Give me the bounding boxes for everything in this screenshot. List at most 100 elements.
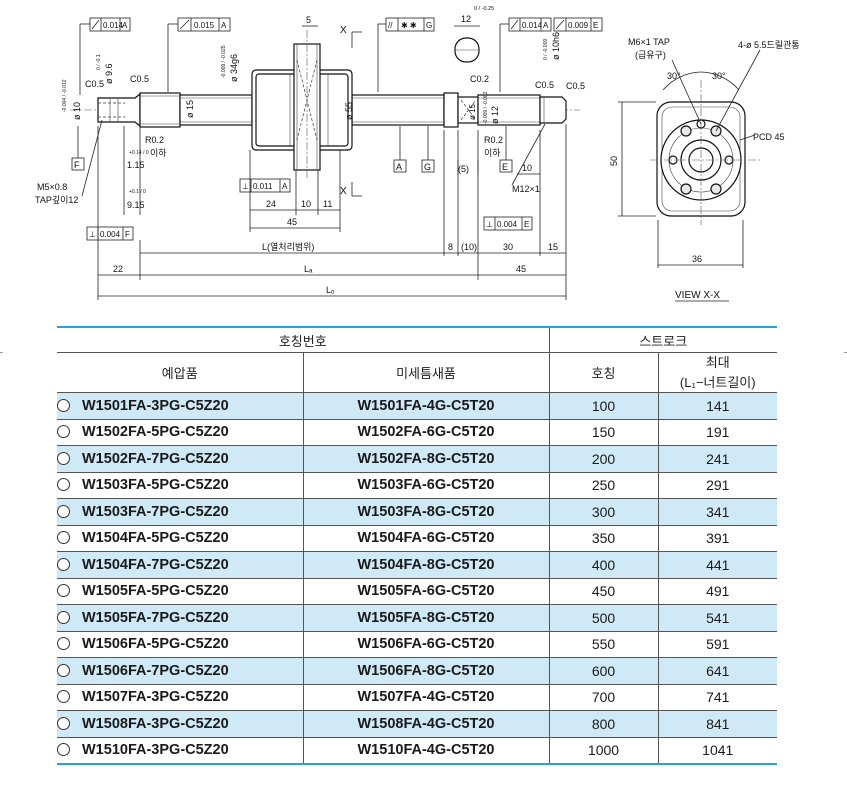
header-stroke-nominal: 호칭 [548,352,658,393]
cell-fine-model: W1507FA-4G-C5T20 [302,684,549,711]
cell-stroke-nominal: 300 [548,498,658,526]
svg-text:-0.004 / -0.012: -0.004 / -0.012 [62,79,68,112]
select-radio[interactable] [57,478,70,492]
svg-text:10: 10 [522,163,532,173]
svg-text:30: 30 [503,242,513,252]
svg-text:10: 10 [301,199,311,209]
cell-fine-model: W1510FA-4G-C5T20 [302,737,549,765]
preload-model-text: W1502FA-7PG-C5Z20 [82,450,229,467]
select-radio[interactable] [57,504,70,518]
cell-fine-model: W1503FA-8G-C5T20 [302,498,549,526]
svg-text:⊥: ⊥ [89,230,96,239]
cell-stroke-nominal: 800 [548,710,658,738]
specification-table: 호칭번호 스트로크 호칭 최대 (L₁−너트길이) 예압품 미세틈새품 W150… [57,326,777,765]
svg-text:⊥: ⊥ [486,220,493,229]
preload-model-text: W1506FA-5PG-C5Z20 [82,636,229,653]
cell-stroke-max: 741 [657,684,777,711]
preload-model-text: W1508FA-3PG-C5Z20 [82,715,229,732]
svg-text:E: E [524,220,529,229]
svg-text:X: X [340,25,347,36]
svg-text:ø 34g6: ø 34g6 [229,54,239,82]
page-edge-mark-right [844,352,847,353]
svg-text:PCD 45: PCD 45 [753,132,785,142]
cell-preload-model: W1504FA-7PG-C5Z20 [57,551,303,579]
svg-text:+0.14 / 0: +0.14 / 0 [129,150,149,156]
svg-text:0.004: 0.004 [497,220,518,229]
cell-fine-model: W1504FA-6G-C5T20 [302,525,549,552]
ball-screw-drawing: X X 0.014 A 0.015 A // ✱ ✱ G 0.014 A [35,6,800,302]
cell-stroke-max: 291 [657,472,777,499]
svg-text:A: A [396,162,402,172]
cell-stroke-nominal: 1000 [548,737,658,765]
svg-text:15: 15 [548,242,558,252]
svg-text:M6×1 TAP: M6×1 TAP [628,37,670,47]
svg-text:C0.5: C0.5 [535,80,554,90]
cell-preload-model: W1502FA-5PG-C5Z20 [57,419,303,446]
svg-text:A: A [122,21,128,30]
cell-preload-model: W1508FA-3PG-C5Z20 [57,710,303,738]
nut-dimensions: 24 10 11 45 (5) 10 [249,150,540,232]
cell-stroke-max: 491 [657,578,777,605]
header-nominal-number: 호칭번호 [57,326,549,353]
select-radio[interactable] [57,716,70,730]
cell-fine-model: W1505FA-8G-C5T20 [302,604,549,632]
cell-stroke-max: 441 [657,551,777,579]
svg-text:30°: 30° [712,71,726,81]
select-radio[interactable] [57,425,70,439]
svg-text:-0.009 / -0.002: -0.009 / -0.002 [483,91,489,124]
select-radio[interactable] [57,531,70,545]
preload-model-text: W1505FA-5PG-C5Z20 [82,583,229,600]
select-radio[interactable] [57,557,70,571]
svg-text:5: 5 [306,15,311,25]
svg-text:R0.2: R0.2 [145,135,164,145]
cell-stroke-max: 1041 [657,737,777,765]
select-radio[interactable] [57,610,70,624]
gtol-frame-b: 0.015 A [167,17,231,92]
svg-text:X: X [340,186,347,197]
cell-stroke-nominal: 250 [548,472,658,499]
svg-text:45: 45 [287,217,297,227]
page-edge-mark-left [0,352,3,353]
cell-stroke-nominal: 150 [548,419,658,446]
diameter-labels: C0.5 C0.5 C0.2 C0.5 C0.5 ø 10 -0.004 / -… [62,32,585,124]
cell-stroke-nominal: 400 [548,551,658,579]
preload-model-text: W1503FA-7PG-C5Z20 [82,503,229,520]
select-radio[interactable] [57,398,70,412]
select-radio[interactable] [57,637,70,651]
select-radio[interactable] [57,663,70,677]
cell-stroke-nominal: 600 [548,657,658,685]
cell-stroke-nominal: 350 [548,525,658,552]
svg-text:0.014: 0.014 [103,21,124,30]
svg-text:0 / -0.009: 0 / -0.009 [543,39,549,60]
svg-text:-0.009 / -0.025: -0.009 / -0.025 [221,45,227,78]
preload-model-text: W1504FA-5PG-C5Z20 [82,530,229,547]
cell-preload-model: W1506FA-5PG-C5Z20 [57,631,303,658]
svg-text:C0.2: C0.2 [470,74,489,84]
svg-text:M5×0.8: M5×0.8 [37,182,67,192]
gtol-frame-h: ⊥ 0.004 E [483,216,533,231]
select-radio[interactable] [57,451,70,465]
select-radio[interactable] [57,743,70,757]
preload-model-text: W1507FA-3PG-C5Z20 [82,689,229,706]
svg-text:50: 50 [609,156,619,166]
svg-text:이하: 이하 [150,148,167,158]
svg-text:ø 10: ø 10 [72,102,82,120]
select-radio[interactable] [57,690,70,704]
select-radio[interactable] [57,584,70,598]
cell-stroke-max: 341 [657,498,777,526]
header-stroke-max: 최대 (L₁−너트길이) [657,352,777,393]
svg-text:(급유구): (급유구) [635,50,666,60]
cell-preload-model: W1507FA-3PG-C5Z20 [57,684,303,711]
cell-stroke-max: 141 [657,392,777,420]
svg-text:VIEW X-X: VIEW X-X [675,290,720,301]
cell-fine-model: W1504FA-8G-C5T20 [302,551,549,579]
cell-preload-model: W1505FA-5PG-C5Z20 [57,578,303,605]
preload-model-text: W1506FA-7PG-C5Z20 [82,662,229,679]
cell-stroke-max: 841 [657,710,777,738]
